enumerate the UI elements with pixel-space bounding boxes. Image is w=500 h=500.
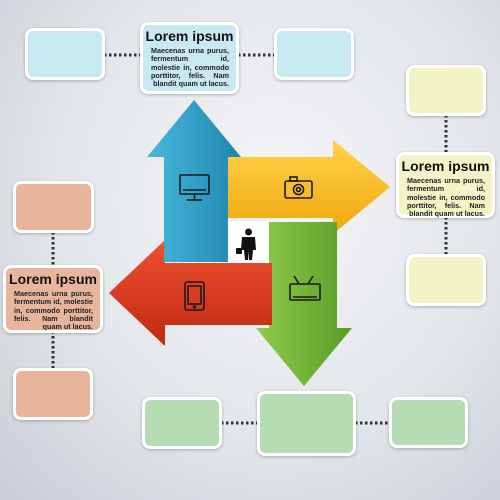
arrow-blue-up	[147, 100, 241, 262]
left-top-box	[13, 181, 94, 233]
tv-icon	[289, 275, 321, 301]
right-box-body: Maecenas urna purus, fermentum id, moles…	[407, 176, 485, 219]
camera-icon	[284, 176, 313, 199]
businessman-icon	[236, 228, 256, 260]
arrow-yellow-right	[228, 140, 390, 234]
bottom-center-box	[257, 391, 356, 456]
monitor-icon	[179, 174, 210, 201]
left-center-box: Lorem ipsum Maecenas urna purus, ferment…	[3, 265, 103, 333]
top-box-body: Maecenas urna purus, fermentum id, moles…	[151, 46, 229, 89]
top-right-box	[274, 28, 354, 80]
tablet-icon	[184, 281, 205, 311]
right-box-title: Lorem ipsum	[401, 158, 490, 174]
arrow-green-down	[256, 222, 352, 386]
top-left-box	[25, 28, 105, 80]
top-box-title: Lorem ipsum	[145, 28, 234, 44]
left-box-title: Lorem ipsum	[9, 271, 97, 287]
right-bottom-box	[406, 254, 486, 306]
left-bottom-box	[13, 368, 93, 420]
right-center-box: Lorem ipsum Maecenas urna purus, ferment…	[396, 152, 495, 218]
bottom-left-box	[142, 397, 222, 449]
top-center-box: Lorem ipsum Maecenas urna purus, ferment…	[140, 22, 239, 94]
arrow-red-left	[109, 240, 272, 346]
right-top-box	[406, 65, 486, 116]
bottom-right-box	[389, 397, 468, 448]
left-box-body: Maecenas urna purus, fermentum id, moles…	[14, 289, 93, 332]
